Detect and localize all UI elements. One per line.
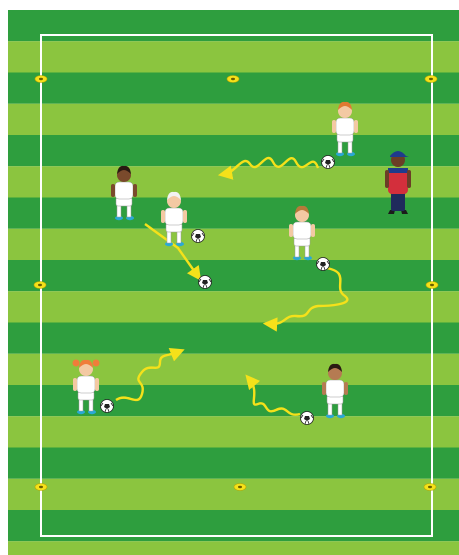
pitch-stripe [8,479,459,510]
cone-hole [429,78,433,80]
cone-hole [38,284,42,286]
arm [183,210,187,223]
cone-hole [430,284,434,286]
arm [289,224,293,237]
pigtail [73,360,80,367]
pitch-stripe [8,104,459,135]
pitch-stripe [8,229,459,260]
ball [317,258,330,271]
arm [133,184,137,197]
arm [95,378,99,391]
arm [322,382,326,395]
pitch [8,10,459,555]
arm [111,184,115,197]
pitch-stripe [8,541,459,555]
arm [344,382,348,395]
shirt [165,208,183,225]
shirt [77,376,95,393]
pitch-stripe [8,416,459,447]
cone-hole [39,486,43,488]
pitch-stripe [8,448,459,479]
cone-hole [238,486,242,488]
pitch-stripe [8,291,459,322]
ball [101,400,114,413]
arm [354,120,358,133]
cone-hole [428,486,432,488]
pitch-stripe [8,41,459,72]
shirt [326,380,344,397]
cone-hole [39,78,43,80]
shirt [115,182,133,199]
pitch-stripe [8,10,459,41]
arm [311,224,315,237]
arm [73,378,77,391]
shirt [293,222,311,239]
shirt [336,118,354,135]
ball [322,156,335,169]
arm [161,210,165,223]
ball [192,230,205,243]
arm [332,120,336,133]
cone-hole [231,78,235,80]
pitch-stripe [8,323,459,354]
pigtail [93,360,100,367]
loose-ball-center [199,276,212,289]
ball [301,412,314,425]
pitch-stripe [8,260,459,291]
